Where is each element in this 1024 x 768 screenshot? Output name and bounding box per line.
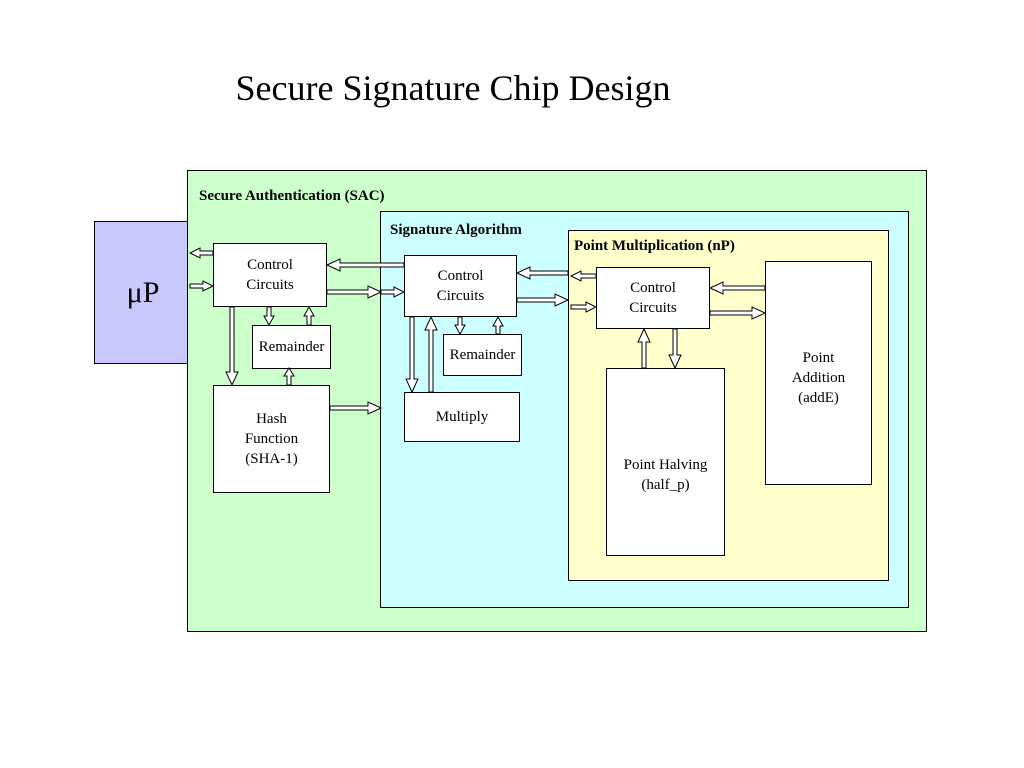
- point-mult-control-circuits: Control Circuits: [596, 267, 710, 329]
- sac-label: Secure Authentication (SAC): [199, 188, 385, 204]
- multiply-box: Multiply: [404, 392, 520, 442]
- microprocessor-label: μP: [126, 275, 160, 309]
- signature-control-circuits: Control Circuits: [404, 255, 517, 317]
- sac-control-circuits: Control Circuits: [213, 243, 327, 307]
- point-addition-box: Point Addition (addE): [765, 261, 872, 485]
- slide-title: Secure Signature Chip Design: [235, 68, 671, 108]
- signature-label: Signature Algorithm: [390, 222, 522, 238]
- point-mult-label: Point Multiplication (nP): [574, 238, 735, 254]
- point-halving-box: Point Halving (half_p): [606, 368, 725, 556]
- signature-remainder: Remainder: [443, 334, 522, 376]
- microprocessor-box: μP: [94, 221, 192, 364]
- sac-remainder: Remainder: [252, 325, 331, 369]
- hash-function: Hash Function (SHA-1): [213, 385, 330, 493]
